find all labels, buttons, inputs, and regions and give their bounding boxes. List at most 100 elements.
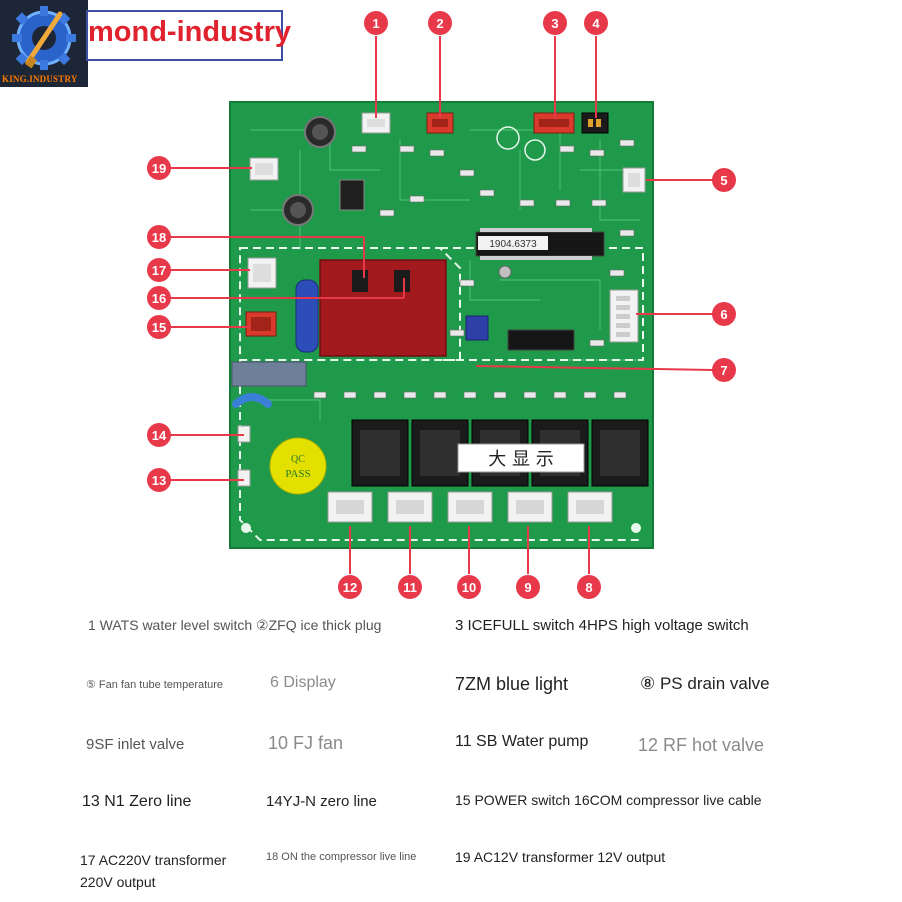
marker-badge-1 <box>364 11 388 35</box>
legend-item: 7ZM blue light <box>455 674 569 694</box>
connector-pin <box>251 317 271 331</box>
display-sticker-label: 大 显 示 <box>488 449 553 470</box>
relay-terminal <box>394 270 410 292</box>
marker-number-9: 9 <box>524 580 531 595</box>
marker-badge-2 <box>428 11 452 35</box>
display-sticker <box>457 443 585 473</box>
silkscreen-ring <box>496 126 520 150</box>
marker-badge-15 <box>147 315 171 339</box>
marker-number-15: 15 <box>152 320 166 335</box>
legend-item: 12 RF hot valve <box>638 735 765 755</box>
qc-top: QC <box>291 454 305 465</box>
legend-item: 9SF inlet valve <box>86 736 185 753</box>
brand-title: mond-industry <box>88 16 291 48</box>
smd-components <box>351 139 635 347</box>
marker-number-3: 3 <box>551 16 558 31</box>
leader-lines <box>170 36 714 574</box>
marker-number-12: 12 <box>343 580 357 595</box>
legend-item: 3 ICEFULL switch 4HPS high voltage switc… <box>455 617 749 634</box>
regulator <box>339 179 365 211</box>
legend-item: 11 SB Water pump <box>455 733 589 750</box>
chip-pins <box>480 228 592 260</box>
connector-pin <box>596 119 601 127</box>
marker-badge-19 <box>147 156 171 180</box>
transformer-block <box>231 361 307 387</box>
connector-pin <box>255 163 273 175</box>
marker-number-16: 16 <box>152 291 166 306</box>
marker-badge-12 <box>338 575 362 599</box>
legend-item: 19 AC12V transformer 12V output <box>455 849 666 865</box>
marker-badge-5 <box>712 168 736 192</box>
marker-badge-7 <box>712 358 736 382</box>
legend-item: 18 ON the compressor live line <box>266 851 417 863</box>
qc-bottom: PASS <box>285 468 310 480</box>
marker-badge-11 <box>398 575 422 599</box>
bottom-connectors <box>327 491 613 523</box>
crystal <box>498 265 512 279</box>
brand-logo: KING.INDUSTRY <box>0 0 88 87</box>
marker-badge-8 <box>577 575 601 599</box>
chip-label: 1904.6373 <box>489 239 537 250</box>
connector-pin <box>539 119 569 127</box>
connector-pin <box>588 119 593 127</box>
marker-number-14: 14 <box>152 428 167 443</box>
marker-number-7: 7 <box>720 363 727 378</box>
marker-badge-10 <box>457 575 481 599</box>
marker-number-17: 17 <box>152 263 166 278</box>
legend-item: 1 WATS water level switch ②ZFQ ice thick… <box>88 617 382 633</box>
marker-badge-6 <box>712 302 736 326</box>
driver-chip <box>507 329 575 351</box>
marker-number-11: 11 <box>403 580 417 595</box>
marker-number-10: 10 <box>462 580 476 595</box>
legend-item: 17 AC220V transformer <box>80 852 227 868</box>
capacitor-top <box>290 202 306 218</box>
marker-badge-9 <box>516 575 540 599</box>
qc-pass-sticker <box>269 437 327 495</box>
connector-pin <box>253 264 271 282</box>
marker-number-1: 1 <box>372 16 379 31</box>
connector-n1 <box>237 469 251 487</box>
legend-item: 15 POWER switch 16COM compressor live ca… <box>455 792 762 808</box>
connector-pin <box>628 173 640 187</box>
mount-hole <box>241 523 251 533</box>
marker-number-4: 4 <box>592 16 600 31</box>
control-zone-outline <box>440 247 644 361</box>
relay-terminal <box>352 270 368 292</box>
marker-number-18: 18 <box>152 230 166 245</box>
marker-badge-4 <box>584 11 608 35</box>
marker-number-13: 13 <box>152 473 166 488</box>
film-capacitor <box>295 279 319 353</box>
legend-item: ⑤ Fan fan tube temperature <box>86 679 224 691</box>
connector-pin <box>367 119 385 127</box>
marker-number-5: 5 <box>720 173 727 188</box>
marker-badge-13 <box>147 468 171 492</box>
relay-shading <box>320 260 446 356</box>
logo-text: KING.INDUSTRY <box>2 74 78 84</box>
legend-item: ⑧ PS drain valve <box>640 674 770 693</box>
legend-item: 14YJ-N zero line <box>266 793 377 810</box>
marker-badge-18 <box>147 225 171 249</box>
marker-number-2: 2 <box>436 16 443 31</box>
legend-item: 6 Display <box>270 674 336 691</box>
chip-label-sticker <box>478 236 548 250</box>
connector-pin <box>432 119 448 127</box>
legend-item: 220V output <box>80 874 156 890</box>
marker-badge-3 <box>543 11 567 35</box>
mount-hole <box>631 523 641 533</box>
marker-badge-14 <box>147 423 171 447</box>
zm-blue-light <box>465 315 489 341</box>
marker-number-8: 8 <box>585 580 592 595</box>
marker-badge-16 <box>147 286 171 310</box>
gear-wrench-icon <box>12 6 76 70</box>
marker-number-19: 19 <box>152 161 166 176</box>
capacitor-top <box>312 124 328 140</box>
brand-title-box: mond-industry <box>86 10 291 61</box>
power-zone-outline <box>239 247 461 361</box>
marker-number-6: 6 <box>720 307 727 322</box>
display-pins <box>616 296 630 337</box>
varistor <box>232 393 272 408</box>
marker-badge-17 <box>147 258 171 282</box>
legend-item: 10 FJ fan <box>268 733 344 753</box>
